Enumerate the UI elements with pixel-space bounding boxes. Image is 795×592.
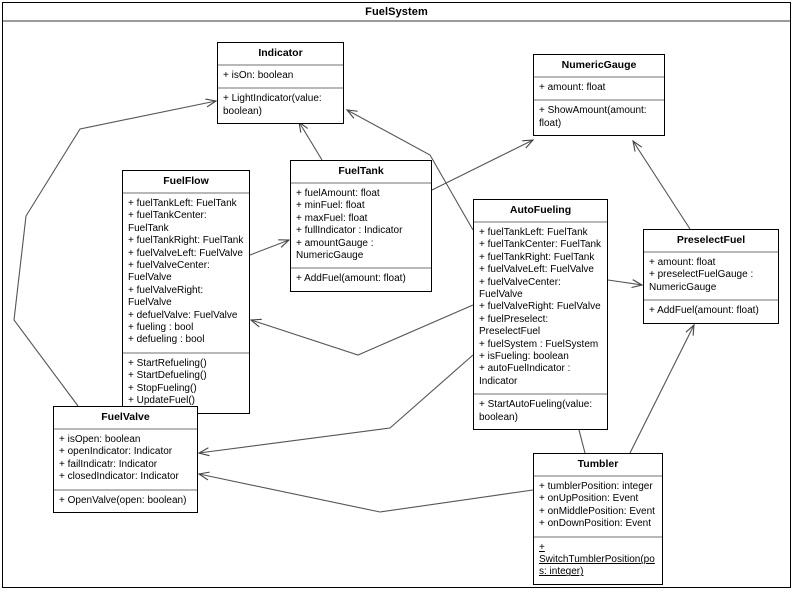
attribute: + onMiddlePosition: Event bbox=[539, 505, 655, 517]
attribute: + fuelValveRight: FuelValve bbox=[479, 301, 601, 313]
attribute: + preselectFuelGauge : NumericGauge bbox=[649, 269, 754, 293]
attributes-compartment: + isOpen: boolean + openIndicator: Indic… bbox=[54, 430, 197, 491]
attribute: + defueling : bool bbox=[128, 334, 205, 346]
attribute: + fuelValveCenter: FuelValve bbox=[128, 260, 210, 284]
attributes-compartment: + tumblerPosition: integer + onUpPositio… bbox=[534, 477, 662, 538]
attribute: + closedIndicator: Indicator bbox=[59, 471, 179, 483]
operations-compartment: + OpenValve(open: boolean) bbox=[54, 490, 197, 513]
attribute: + fuelValveLeft: FuelValve bbox=[479, 264, 594, 276]
uml-class-autofueling[interactable]: AutoFueling + fuelTankLeft: FuelTank + f… bbox=[473, 199, 608, 431]
operations-compartment: + LightIndicator(value: boolean) bbox=[218, 89, 343, 124]
class-name: FuelFlow bbox=[123, 171, 249, 194]
attribute: + minFuel: float bbox=[296, 200, 365, 212]
attribute: + fuelTankLeft: FuelTank bbox=[479, 227, 588, 238]
operation: + LightIndicator(value: boolean) bbox=[223, 93, 322, 117]
attribute: + defuelValve: FuelValve bbox=[128, 309, 238, 321]
operation: + StopFueling() bbox=[128, 382, 197, 394]
attribute: + onDownPosition: Event bbox=[539, 518, 652, 530]
class-name: FuelTank bbox=[291, 161, 431, 184]
operation: + ShowAmount(amount: float) bbox=[539, 105, 647, 129]
attribute: + fuelSystem : FuelSystem bbox=[479, 338, 599, 350]
attribute: + autoFuelIndicator : Indicator bbox=[479, 363, 571, 387]
attribute: + fuelValveLeft: FuelValve bbox=[128, 247, 243, 259]
attribute: + fuelTankCenter: FuelTank bbox=[128, 210, 207, 234]
class-name: Tumbler bbox=[534, 454, 662, 477]
uml-class-indicator[interactable]: Indicator + isOn: boolean + LightIndicat… bbox=[217, 42, 344, 125]
attribute: + amount: float bbox=[539, 82, 606, 93]
class-name: NumericGauge bbox=[534, 55, 664, 78]
operations-compartment: + SwitchTumblerPosition(pos: integer) bbox=[534, 537, 662, 584]
operation: + AddFuel(amount: float) bbox=[296, 273, 406, 285]
operation: + OpenValve(open: boolean) bbox=[59, 494, 187, 506]
attribute: + fuelTankRight: FuelTank bbox=[479, 251, 595, 263]
class-name: AutoFueling bbox=[474, 200, 607, 223]
operation-name: + SwitchTumblerPosition(pos: integer) bbox=[539, 541, 655, 578]
class-name: Indicator bbox=[218, 43, 343, 66]
attributes-compartment: + fuelTankLeft: FuelTank + fuelTankCente… bbox=[123, 194, 249, 354]
attribute: + fuelTankRight: FuelTank bbox=[128, 235, 244, 247]
operations-compartment: + StartRefueling() + StartDefueling() + … bbox=[123, 353, 249, 413]
operation: + AddFuel(amount: float) bbox=[649, 305, 759, 317]
uml-class-numericgauge[interactable]: NumericGauge + amount: float + ShowAmoun… bbox=[533, 54, 665, 137]
attribute: + tumblerPosition: integer bbox=[539, 481, 653, 492]
uml-class-preselectfuel[interactable]: PreselectFuel + amount: float + preselec… bbox=[643, 229, 779, 324]
operation: + StartDefueling() bbox=[128, 370, 207, 382]
class-name: PreselectFuel bbox=[644, 230, 778, 253]
attribute: + fullIndicator : Indicator bbox=[296, 225, 403, 237]
operation: + StartAutoFueling(value: boolean) bbox=[479, 399, 593, 423]
package-title-bar: FuelSystem bbox=[3, 3, 790, 22]
attribute: + openIndicator: Indicator bbox=[59, 446, 173, 458]
uml-class-fuelvalve[interactable]: FuelValve + isOpen: boolean + openIndica… bbox=[53, 406, 198, 514]
attribute: + fuelTankCenter: FuelTank bbox=[479, 239, 602, 251]
attribute: + isOpen: boolean bbox=[59, 434, 141, 445]
attribute: + isOn: boolean bbox=[223, 70, 294, 81]
attributes-compartment: + fuelTankLeft: FuelTank + fuelTankCente… bbox=[474, 223, 607, 396]
attributes-compartment: + isOn: boolean bbox=[218, 66, 343, 90]
attribute: + fuelValveCenter: FuelValve bbox=[479, 276, 561, 301]
attribute: + fuelValveRight: FuelValve bbox=[128, 284, 204, 309]
package-title: FuelSystem bbox=[365, 5, 428, 18]
operation-static: + SwitchTumblerPosition(pos: integer) bbox=[539, 542, 658, 579]
attribute: + fuelPreselect: PreselectFuel bbox=[479, 313, 549, 338]
attribute: + fueling : bool bbox=[128, 322, 194, 334]
operations-compartment: + ShowAmount(amount: float) bbox=[534, 101, 664, 136]
uml-class-fueltank[interactable]: FuelTank + fuelAmount: float + minFuel: … bbox=[290, 160, 432, 292]
operations-compartment: + AddFuel(amount: float) bbox=[291, 269, 431, 291]
attribute: + maxFuel: float bbox=[296, 212, 368, 224]
operations-compartment: + StartAutoFueling(value: boolean) bbox=[474, 395, 607, 430]
class-name: FuelValve bbox=[54, 407, 197, 430]
attribute: + onUpPosition: Event bbox=[539, 493, 639, 505]
uml-class-tumbler[interactable]: Tumbler + tumblerPosition: integer + onU… bbox=[533, 453, 663, 585]
operations-compartment: + AddFuel(amount: float) bbox=[644, 301, 778, 323]
operation: + StartRefueling() bbox=[128, 357, 207, 369]
attributes-compartment: + fuelAmount: float + minFuel: float + m… bbox=[291, 184, 431, 270]
attribute: + amount: float bbox=[649, 257, 716, 268]
attribute: + failIndicatr: Indicator bbox=[59, 458, 158, 470]
attributes-compartment: + amount: float + preselectFuelGauge : N… bbox=[644, 253, 778, 302]
attributes-compartment: + amount: float bbox=[534, 78, 664, 102]
uml-class-fuelflow[interactable]: FuelFlow + fuelTankLeft: FuelTank + fuel… bbox=[122, 170, 250, 414]
attribute: + fuelTankLeft: FuelTank bbox=[128, 198, 237, 209]
attribute: + amountGauge : NumericGauge bbox=[296, 237, 374, 262]
attribute: + isFueling: boolean bbox=[479, 351, 569, 363]
attribute: + fuelAmount: float bbox=[296, 188, 380, 199]
